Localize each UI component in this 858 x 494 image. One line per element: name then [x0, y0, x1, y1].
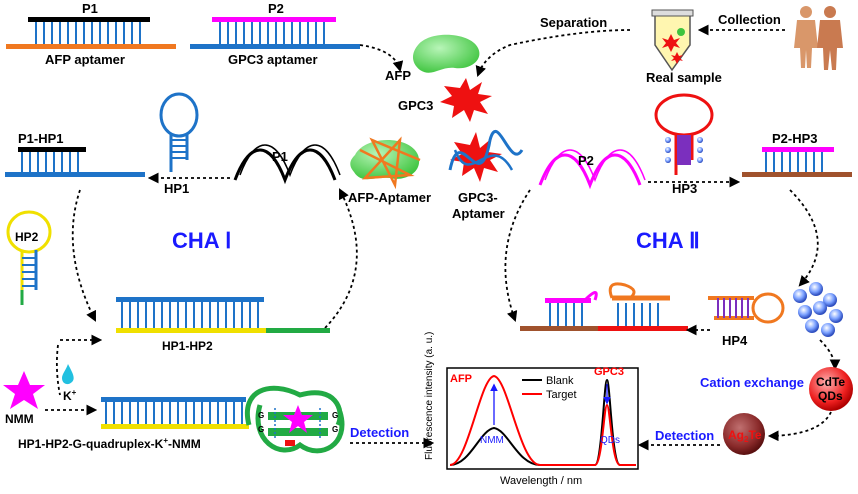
legend-target-label: Target [546, 389, 577, 401]
cdte-qds-icon [809, 367, 853, 411]
gpc3-protein-icon [440, 78, 492, 122]
quadruplex-label: HP1-HP2-G-quadruplex-K+-NMM [18, 436, 201, 451]
collection-label: Collection [718, 12, 781, 27]
hp2-label: HP2 [15, 230, 39, 244]
afp-protein-icon [413, 34, 480, 73]
hp4-label: HP4 [722, 333, 748, 348]
g-quadruplex-icon [244, 385, 345, 454]
hp3-hairpin [654, 93, 714, 175]
cha2-cycle-arrow-right [789, 189, 819, 287]
arrow-aptamer-to-target [359, 44, 404, 73]
p1-hp1-duplex [5, 147, 145, 177]
cdte-label-2: QDs [818, 389, 843, 403]
arrow-separation [475, 29, 631, 78]
hp2-hairpin [6, 210, 52, 305]
p2-gpc3-aptamer-duplex [190, 17, 360, 49]
cha2-cycle-arrow-left [504, 189, 531, 323]
p2-label: P2 [268, 1, 284, 16]
hp4-hairpin [708, 292, 785, 324]
nmm-star-icon [3, 371, 45, 409]
dashed-link-left [55, 344, 61, 396]
k-ion-drop-icon [62, 364, 74, 385]
arrow-qds-to-cdte [819, 339, 841, 371]
g-letter-3: G [332, 411, 338, 420]
human-figures-icon [794, 6, 843, 70]
gpc3-aptamer-complex-label-1: GPC3- [458, 190, 498, 205]
afp-aptamer-label: AFP aptamer [45, 52, 125, 67]
g-letter-1: G [258, 411, 264, 420]
gpc3-aptamer-label: GPC3 aptamer [228, 52, 318, 67]
p1-hp1-label: P1-HP1 [18, 131, 64, 146]
legend-blank-label: Blank [546, 375, 574, 387]
chart-xlabel: Wavelength / nm [500, 475, 582, 487]
gpc3-peak-label: GPC3 [594, 366, 624, 378]
p1-rungs [35, 22, 141, 44]
qds-peak-label: QDs [600, 435, 620, 446]
chart-ylabel: Fluorescence intensity (a. u.) [424, 332, 435, 460]
p2-helix-strand [538, 149, 646, 190]
quadruplex-duplex [101, 397, 249, 429]
sample-tube-icon [651, 9, 694, 72]
gpc3-label: GPC3 [398, 98, 433, 113]
separation-label: Separation [540, 15, 607, 30]
nmm-peak-label: NMM [480, 435, 504, 446]
p1-afp-aptamer-duplex [6, 17, 176, 49]
cation-exchange-label: Cation exchange [700, 375, 804, 390]
series-target-line [449, 374, 636, 466]
p1-helix-strand [233, 144, 341, 185]
nmm-label: NMM [5, 412, 34, 426]
hp1-hp2-duplex [116, 297, 330, 333]
cha1-cycle-arrow-right [324, 188, 358, 329]
hp1-hp2-label: HP1-HP2 [162, 339, 213, 353]
cha1-cycle-arrow-left [71, 189, 96, 322]
g-letter-2: G [258, 425, 264, 434]
gpc3-aptamer-complex-label-2: Aptamer [452, 206, 505, 221]
detection-left-label: Detection [350, 425, 409, 440]
arrow-cdte-to-ag2te [767, 411, 832, 442]
p2-hp3-hp4-complex [520, 282, 688, 331]
fluorescence-inset-chart: Fluorescence intensity (a. u.) Blank Tar… [424, 332, 639, 487]
cdte-label-1: CdTe [816, 375, 845, 389]
ag2te-label: Ag2Te [728, 428, 762, 444]
cha1-label: CHA Ⅰ [172, 228, 231, 253]
k-plus-label: K+ [63, 388, 77, 403]
p1-helix-label: P1 [272, 149, 288, 164]
detection-right-label: Detection [655, 428, 714, 443]
p2-helix-label: P2 [578, 153, 594, 168]
qds-cluster-icon [793, 282, 843, 337]
hp1-label: HP1 [164, 181, 189, 196]
hp1-hairpin [159, 92, 199, 172]
p2-hp3-label: P2-HP3 [772, 131, 818, 146]
p2-hp3-duplex [742, 147, 852, 177]
g-letter-4: G [332, 425, 338, 434]
ag2te-icon [723, 413, 765, 455]
afp-aptamer-complex-label: AFP-Aptamer [348, 190, 431, 205]
afp-aptamer-complex-icon [350, 136, 421, 190]
hp3-label: HP3 [672, 181, 697, 196]
p1-label: P1 [82, 1, 98, 16]
cha2-label: CHA Ⅱ [636, 228, 700, 253]
afp-label: AFP [385, 68, 411, 83]
afp-peak-label: AFP [450, 373, 472, 385]
gpc3-aptamer-complex-icon [448, 130, 524, 182]
real-sample-label: Real sample [646, 70, 722, 85]
